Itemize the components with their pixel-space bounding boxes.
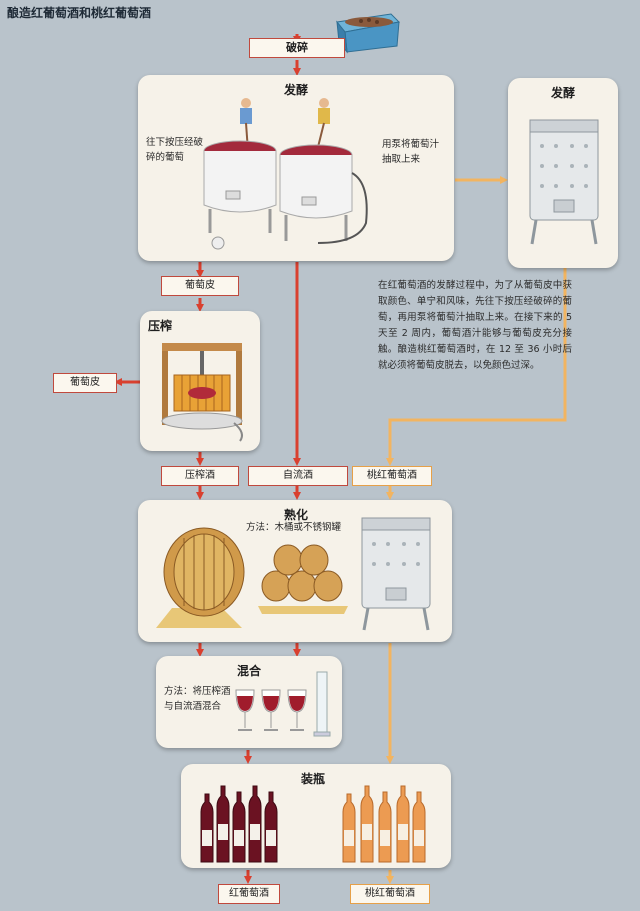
crush-step-label: 破碎 xyxy=(249,38,345,58)
rose-wine-label: 桃红葡萄酒 xyxy=(352,466,432,486)
fermentation-description: 在红葡萄酒的发酵过程中，为了从葡萄皮中获取颜色、单宁和风味，先往下按压经破碎的葡… xyxy=(378,280,572,371)
graduated-cylinder-icon xyxy=(313,671,331,737)
punch-down-note: 往下按压经破碎的葡萄 xyxy=(146,137,204,163)
pump-over-note: 用泵将葡萄汁抽取上来 xyxy=(382,139,440,165)
maturation-card: 熟化 方法：木桶或不锈钢罐 xyxy=(138,500,452,642)
maturation-method: 方法：木桶或不锈钢罐 xyxy=(246,522,342,533)
rose-fermentation-card: 发酵 xyxy=(508,78,618,268)
bottling-card: 装瓶 xyxy=(181,764,451,868)
steel-tank-icon xyxy=(529,119,599,245)
skins-out-label: 葡萄皮 xyxy=(53,373,117,393)
diagram-title: 酿造红葡萄酒和桃红葡萄酒 xyxy=(7,6,152,20)
blend-method: 方法：将压榨酒与自流酒混合 xyxy=(164,686,231,712)
press-card: 压榨 xyxy=(140,311,260,451)
wine-glass-icon xyxy=(235,689,307,731)
wine-press-icon xyxy=(161,343,243,442)
rose-wine-bottle-icon xyxy=(342,785,426,863)
fermentation-vat-icon xyxy=(203,98,368,250)
red-wine-bottle-icon xyxy=(200,785,278,863)
rose-wine-final-label: 桃红葡萄酒 xyxy=(350,884,430,904)
bottling-title: 装瓶 xyxy=(301,772,326,786)
free-run-label: 自流酒 xyxy=(248,466,348,486)
skins-label: 葡萄皮 xyxy=(161,276,239,296)
press-title: 压榨 xyxy=(148,319,173,333)
blend-card: 混合 方法：将压榨酒与自流酒混合 xyxy=(156,656,342,748)
blend-title: 混合 xyxy=(236,664,261,678)
maturation-title: 熟化 xyxy=(284,508,309,522)
red-wine-final-label: 红葡萄酒 xyxy=(218,884,280,904)
oak-barrel-icon xyxy=(156,527,348,628)
press-wine-label: 压榨酒 xyxy=(161,466,239,486)
rose-fermentation-title: 发酵 xyxy=(550,86,575,100)
grape-bin-icon xyxy=(336,13,401,54)
maturation-steel-tank-icon xyxy=(361,517,431,631)
fermentation-title: 发酵 xyxy=(283,83,308,97)
fermentation-card: 发酵 往下按压经破碎的葡萄 用泵将葡萄汁抽取上来 xyxy=(138,75,454,261)
